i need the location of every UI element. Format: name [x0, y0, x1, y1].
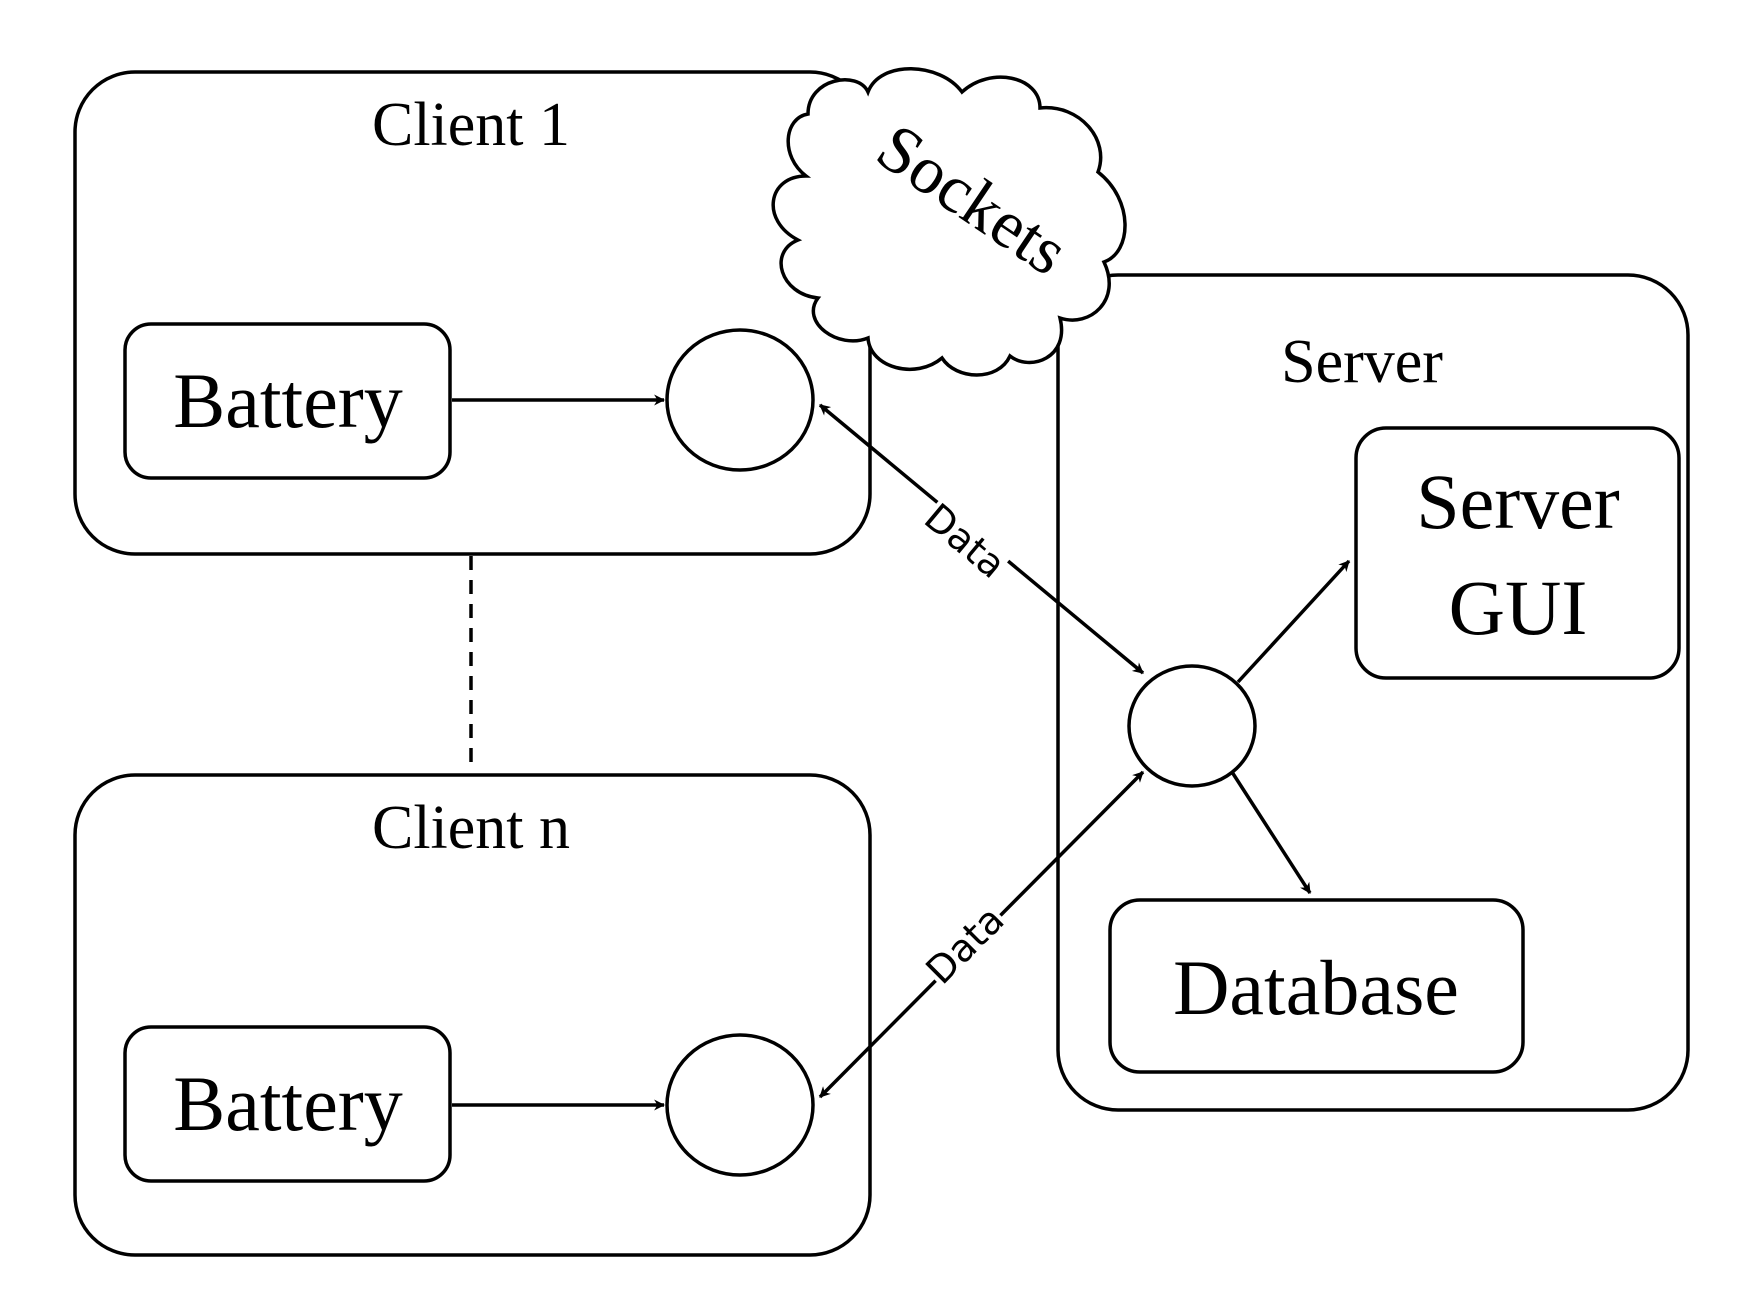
sockets-cloud: Sockets [771, 67, 1127, 377]
server-title: Server [1281, 328, 1443, 396]
server-gui: Server GUI [1354, 426, 1681, 680]
server-database: Database [1108, 898, 1525, 1074]
battery-box [123, 322, 452, 480]
edge-label-background [916, 491, 1017, 586]
server-gui-label-line2: GUI [1449, 564, 1588, 651]
client-1-battery: Battery [123, 322, 452, 480]
server-gui-label-line1: Server [1416, 458, 1620, 545]
client-n-container: Client n [73, 773, 872, 1257]
battery-label: Battery [173, 1060, 403, 1147]
server-to-database-arrow [1230, 771, 1312, 894]
server-node [1127, 664, 1257, 788]
battery-box [123, 1025, 452, 1183]
client-1-data-label-group: Data [916, 491, 1017, 587]
client-n-battery: Battery [123, 1025, 452, 1183]
cloud-shape [771, 67, 1127, 377]
client-n-node [665, 1033, 815, 1177]
client-1-node [665, 328, 815, 472]
edge-label-background [914, 894, 1012, 992]
client-n-data-label-group: Data [914, 894, 1013, 993]
server-to-gui-arrow [1236, 559, 1351, 684]
server-gui-box [1354, 426, 1681, 680]
battery-label: Battery [173, 357, 403, 444]
client-1-container: Client 1 [73, 70, 872, 556]
database-label: Database [1173, 944, 1459, 1031]
client-1-title: Client 1 [372, 91, 570, 159]
client-n-title: Client n [372, 794, 570, 862]
